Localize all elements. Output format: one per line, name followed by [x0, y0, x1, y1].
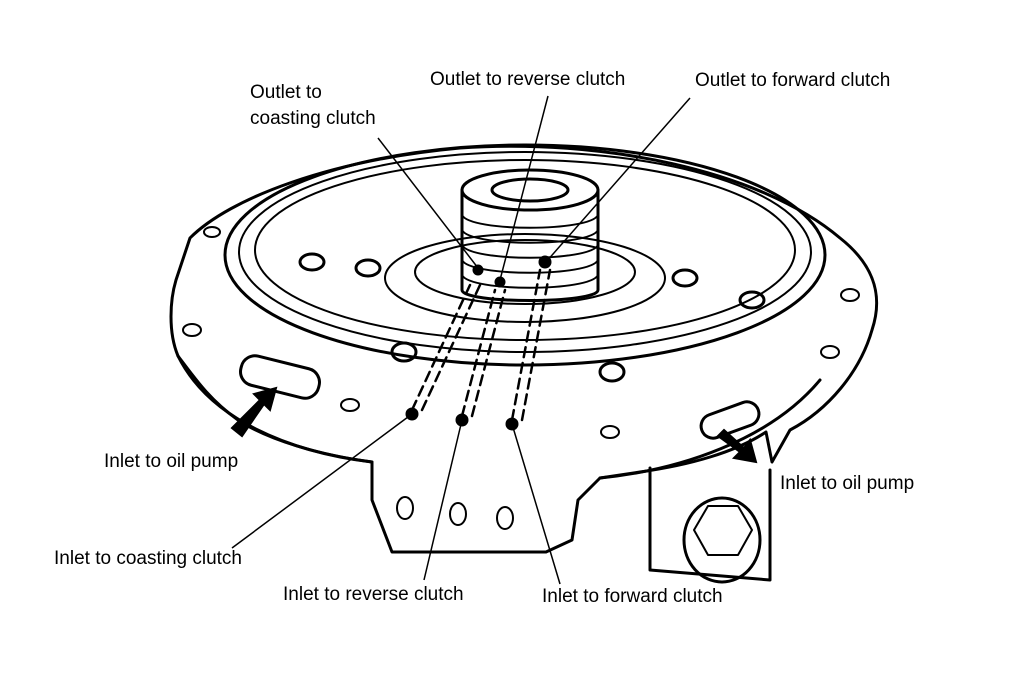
passage-coasting [410, 283, 472, 412]
leader-outlet-coasting [377, 137, 479, 269]
flange-hole [600, 425, 620, 439]
label-inlet-forward-clutch: Inlet to forward clutch [542, 586, 723, 607]
lower-hole [449, 502, 467, 526]
passage-forward [520, 268, 552, 422]
bolt-boss [390, 341, 418, 363]
passage-reverse [470, 288, 507, 418]
lower-hole [396, 496, 414, 520]
label-inlet-coasting-clutch: Inlet to coasting clutch [54, 548, 242, 569]
inner-ring [254, 159, 796, 341]
passage-forward [510, 268, 542, 422]
flange-right-edge [598, 378, 822, 480]
bolt-boss [738, 290, 766, 310]
outlet-hole-coasting [472, 264, 484, 276]
bolt-hex [693, 505, 753, 556]
arrow-inlet-oil-pump-left [230, 386, 278, 438]
label-outlet-reverse-clutch: Outlet to reverse clutch [430, 69, 626, 90]
shaft-bore [490, 177, 570, 203]
flange-hole [182, 323, 202, 337]
flange-hole [820, 345, 840, 359]
label-inlet-reverse-clutch: Inlet to reverse clutch [283, 584, 464, 605]
label-outlet-coasting-line1: Outlet to [250, 82, 322, 103]
lower-hole [496, 506, 514, 530]
shaft-groove [461, 259, 599, 274]
bolt-boss [354, 258, 382, 278]
hub-ring-outer [384, 233, 666, 323]
flange-hole [340, 398, 360, 412]
flange-lower-edge [176, 354, 374, 464]
shaft-groove [461, 229, 599, 244]
bolt-boss [298, 252, 326, 272]
bolt-boss [671, 268, 699, 288]
bolt-body [648, 466, 772, 582]
label-inlet-oil-pump-right: Inlet to oil pump [780, 473, 915, 494]
shaft-groove [461, 274, 599, 289]
flange-hole [840, 288, 860, 302]
label-outlet-coasting-clutch: Outlet to coasting clutch [250, 80, 376, 132]
inlet-slot-left [239, 354, 321, 400]
leader-outlet-forward [545, 97, 691, 263]
label-outlet-forward-clutch: Outlet to forward clutch [695, 70, 891, 91]
passage-coasting [420, 283, 482, 412]
passage-reverse [460, 288, 497, 418]
shaft-body [460, 188, 600, 302]
hub-ring-inner [414, 239, 636, 305]
flange-hole [203, 226, 221, 238]
leader-inlet-forward [511, 423, 561, 585]
bolt-boss [598, 361, 626, 383]
shaft-top [460, 168, 600, 212]
label-outlet-coasting-line2: coasting clutch [250, 108, 376, 129]
shaft-groove [461, 244, 599, 259]
outer-ring [223, 143, 827, 367]
leader-outlet-reverse [499, 95, 549, 281]
inlet-slot-right [699, 400, 761, 440]
leader-inlet-reverse [423, 419, 463, 581]
label-inlet-oil-pump-left: Inlet to oil pump [104, 451, 239, 472]
leader-inlet-coasting [231, 413, 413, 549]
arrow-inlet-oil-pump-right [716, 428, 758, 464]
bolt-head [682, 496, 762, 584]
shaft-groove [461, 214, 599, 229]
